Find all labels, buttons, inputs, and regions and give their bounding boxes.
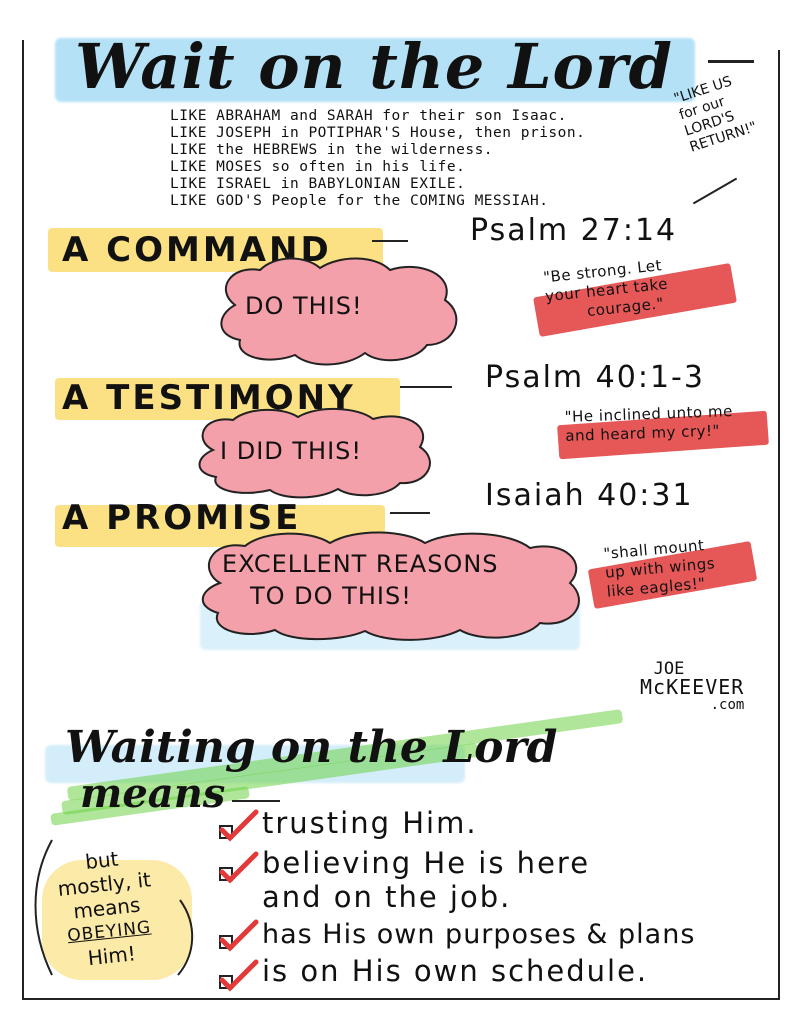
examples-list: LIKE ABRAHAM and SARAH for their son Isa… xyxy=(170,108,585,210)
testimony-heading: A TESTIMONY xyxy=(62,378,356,418)
command-cloud-text: DO THIS! xyxy=(245,292,363,320)
promise-cloud xyxy=(201,531,580,641)
aside-parentheses xyxy=(34,839,194,976)
promise-cloud-line: EXCELLENT REASONS xyxy=(222,550,499,578)
title-highlight xyxy=(55,38,695,102)
promise-cloud-text: EXCELLENT REASONS TO DO THIS! xyxy=(222,548,499,612)
testimony-dash xyxy=(400,386,452,388)
command-dash xyxy=(372,240,408,242)
example-line: LIKE ISRAEL in BABYLONIAN EXILE. xyxy=(170,176,466,192)
testimony-cloud-text: I DID THIS! xyxy=(220,437,363,465)
testimony-cloud xyxy=(198,408,431,499)
promise-reference: Isaiah 40:31 xyxy=(485,478,694,513)
example-line: LIKE GOD'S People for the COMING MESSIAH… xyxy=(170,193,549,209)
promise-cloud-line: TO DO THIS! xyxy=(250,582,412,610)
aside-highlight xyxy=(42,860,192,980)
waiting-item: and on the job. xyxy=(262,880,512,914)
waiting-title: Waiting on the Lord xyxy=(65,722,558,773)
page-title: Wait on the Lord xyxy=(75,30,673,103)
waiting-title-means: means xyxy=(80,770,226,817)
frame-bottom-line xyxy=(22,998,780,1000)
signature-line: McKEEVER xyxy=(640,675,745,699)
promise-heading: A PROMISE xyxy=(62,498,302,538)
checkbox-icon xyxy=(219,959,259,992)
signature-line: JOE xyxy=(653,659,685,679)
promise-highlight xyxy=(55,505,385,547)
checkbox-icon xyxy=(219,919,259,952)
checkbox-icon xyxy=(219,851,259,884)
waiting-item: trusting Him. xyxy=(262,806,478,840)
waiting-item: is on His own schedule. xyxy=(262,954,649,988)
aside-note: but mostly, it means OBEYING Him! xyxy=(54,843,160,972)
waiting-item: has His own purposes & plans xyxy=(262,919,696,950)
testimony-quote: "He inclined unto me and heard my cry!" xyxy=(564,402,733,446)
means-dash xyxy=(232,800,280,802)
artist-signature: JOE McKEEVER .com xyxy=(640,660,744,714)
waiting-item: believing He is here xyxy=(262,846,591,880)
side-note-underline xyxy=(692,177,738,205)
promise-quote: "shall mount up with wings like eagles!" xyxy=(603,535,718,601)
frame-right-line xyxy=(778,50,780,1000)
example-line: LIKE MOSES so often in his life. xyxy=(170,159,466,175)
example-line: LIKE the HEBREWS in the wilderness. xyxy=(170,142,494,158)
signature-line: .com xyxy=(710,697,745,713)
command-cloud xyxy=(220,257,458,366)
testimony-reference: Psalm 40:1-3 xyxy=(485,360,705,395)
command-reference: Psalm 27:14 xyxy=(470,213,678,248)
example-line: LIKE ABRAHAM and SARAH for their son Isa… xyxy=(170,108,567,124)
promise-dash xyxy=(390,512,430,514)
checkbox-icon xyxy=(219,809,259,842)
frame-left-line xyxy=(22,40,24,1000)
example-line: LIKE JOSEPH in POTIPHAR'S House, then pr… xyxy=(170,125,586,141)
title-dash xyxy=(708,60,754,63)
